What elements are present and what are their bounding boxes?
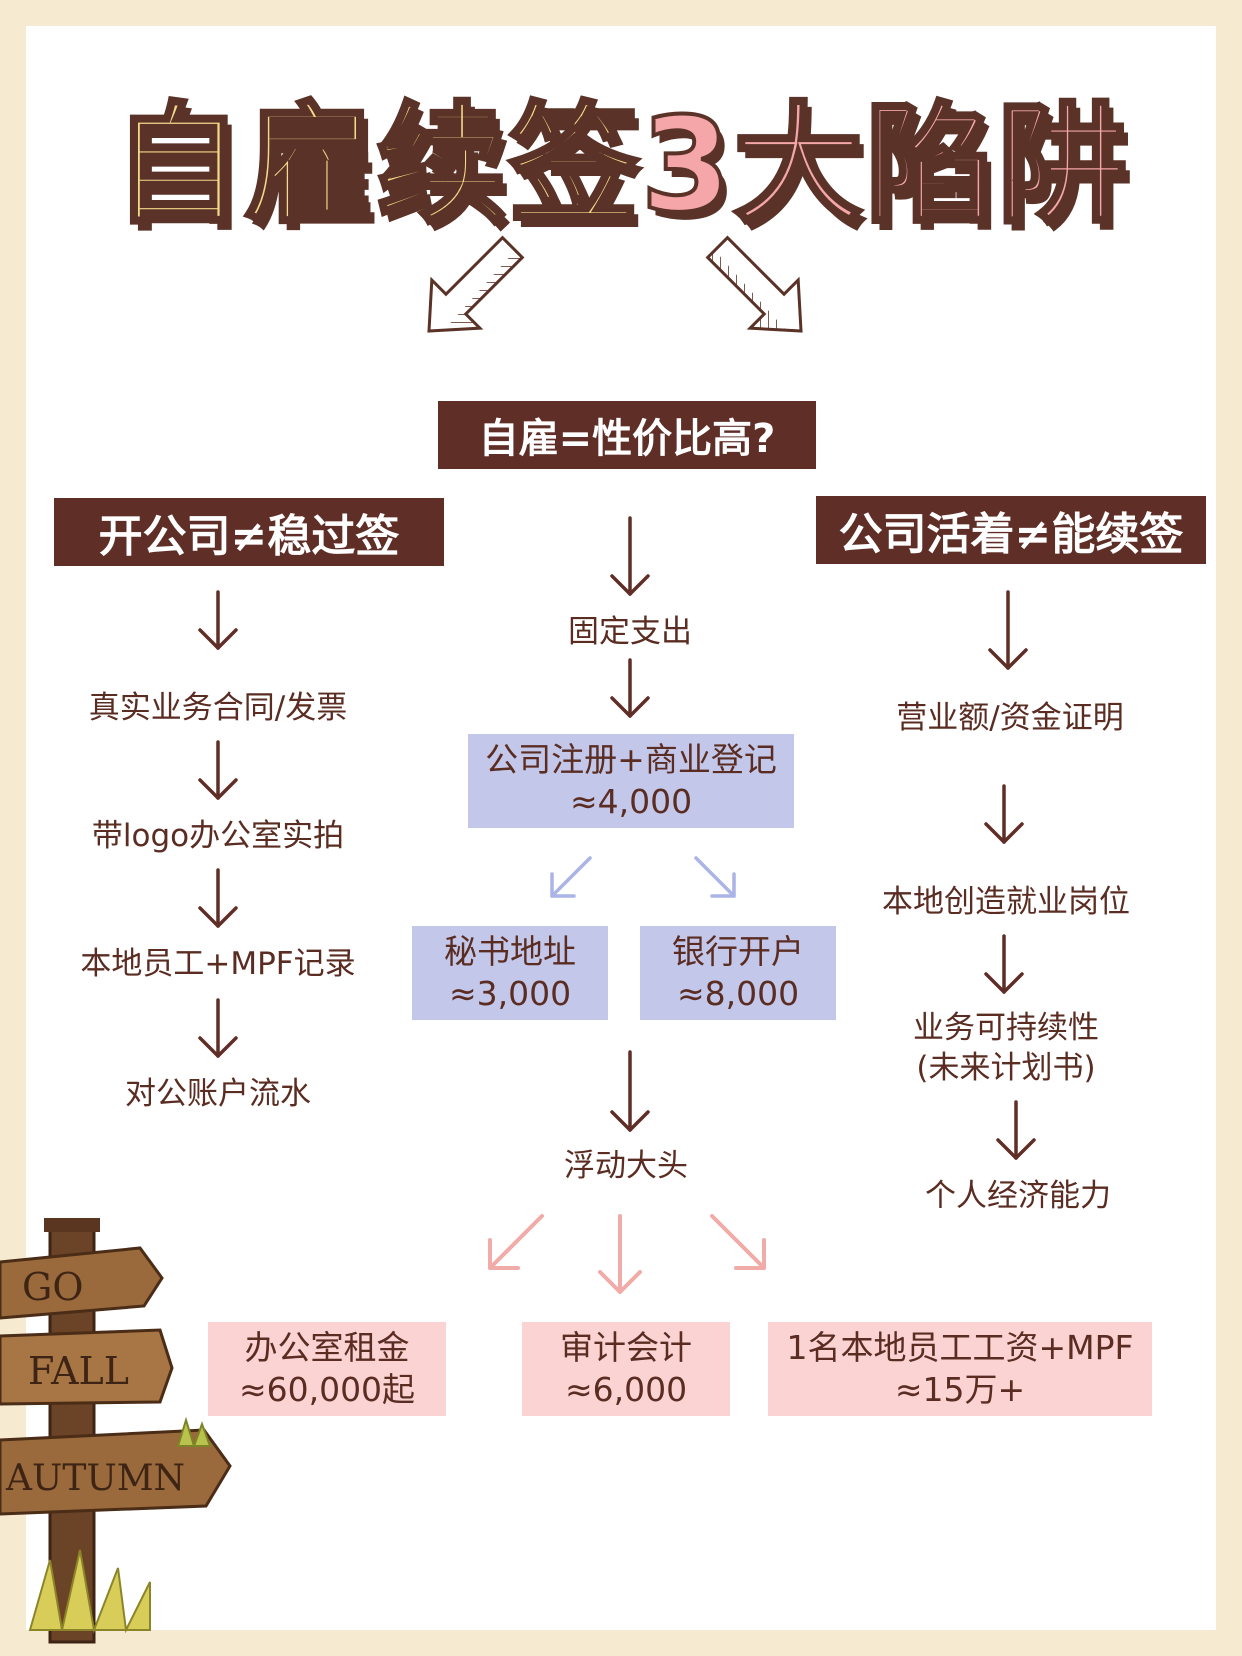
bank-amount: ≈8,000: [676, 974, 800, 1013]
title-part-2: 3大陷阱: [639, 88, 1130, 242]
sign-go: GO: [22, 1265, 84, 1309]
left-step-3: 本地员工+MPF记录: [80, 946, 356, 982]
registration-box: 公司注册+商业登记 ≈4,000: [468, 734, 794, 828]
arrow-down-icon: [610, 658, 650, 718]
secretary-label: 秘书地址: [444, 932, 576, 971]
arrow-down-icon: [996, 1100, 1036, 1160]
arrow-down-icon: [610, 516, 650, 596]
office-rent-label: 办公室租金: [244, 1328, 410, 1367]
left-header-text: 开公司≠稳过签: [98, 511, 400, 562]
arrow-down-icon: [198, 740, 238, 800]
employee-amount: ≈15万+: [894, 1370, 1026, 1409]
arrow-down-icon: [610, 1050, 650, 1132]
sketch-arrow-right-icon: [705, 235, 803, 333]
fixed-expense-label: 固定支出: [568, 614, 692, 650]
arrow-down-left-icon: [488, 1214, 544, 1270]
office-rent-box: 办公室租金 ≈60,000起: [208, 1322, 446, 1416]
right-step-3-sub: (未来计划书): [916, 1050, 1096, 1086]
local-employee-box: 1名本地员工工资+MPF ≈15万+: [768, 1322, 1152, 1416]
center-question-box: 自雇=性价比高?: [438, 401, 816, 469]
right-header-box: 公司活着≠能续签: [816, 496, 1206, 564]
registration-amount: ≈4,000: [569, 782, 693, 821]
audit-amount: ≈6,000: [564, 1370, 688, 1409]
left-step-2: 带logo办公室实拍: [91, 818, 345, 854]
arrow-down-right-icon: [710, 1214, 766, 1270]
arrow-down-icon: [198, 998, 238, 1058]
secretary-amount: ≈3,000: [448, 974, 572, 1013]
right-step-2: 本地创造就业岗位: [882, 884, 1130, 920]
title-part-1: 自雇续签: [111, 88, 641, 242]
arrow-down-left-icon: [550, 856, 592, 898]
arrow-down-icon: [198, 868, 238, 928]
arrow-down-icon: [988, 590, 1028, 670]
left-header-box: 开公司≠稳过签: [54, 498, 444, 566]
left-step-4: 对公账户流水: [125, 1076, 311, 1112]
audit-label: 审计会计: [560, 1328, 692, 1367]
right-step-1: 营业额/资金证明: [896, 700, 1124, 736]
page-title: 自雇续签3大陷阱: [0, 88, 1242, 242]
right-step-3: 业务可持续性: [913, 1010, 1099, 1046]
employee-label: 1名本地员工工资+MPF: [786, 1328, 1134, 1367]
bank-account-box: 银行开户 ≈8,000: [640, 926, 836, 1020]
sign-fall: FALL: [28, 1349, 129, 1393]
audit-box: 审计会计 ≈6,000: [522, 1322, 730, 1416]
arrow-down-icon: [984, 934, 1024, 994]
left-step-1: 真实业务合同/发票: [88, 690, 348, 726]
secretary-address-box: 秘书地址 ≈3,000: [412, 926, 608, 1020]
bank-label: 银行开户: [672, 932, 804, 971]
sign-autumn: AUTUMN: [5, 1458, 185, 1499]
office-rent-amount: ≈60,000起: [238, 1370, 416, 1409]
arrow-down-icon: [984, 784, 1024, 844]
sketch-arrow-left-icon: [427, 235, 525, 333]
arrow-down-icon: [198, 590, 238, 650]
center-question-text: 自雇=性价比高?: [478, 416, 776, 462]
right-header-text: 公司活着≠能续签: [838, 509, 1184, 560]
arrow-down-right-icon: [694, 856, 736, 898]
right-step-4: 个人经济能力: [925, 1178, 1111, 1214]
arrow-down-icon: [598, 1214, 642, 1294]
floating-expense-label: 浮动大头: [564, 1148, 688, 1184]
registration-label: 公司注册+商业登记: [485, 740, 777, 779]
signpost-illustration: GO FALL AUTUMN: [0, 1218, 232, 1644]
